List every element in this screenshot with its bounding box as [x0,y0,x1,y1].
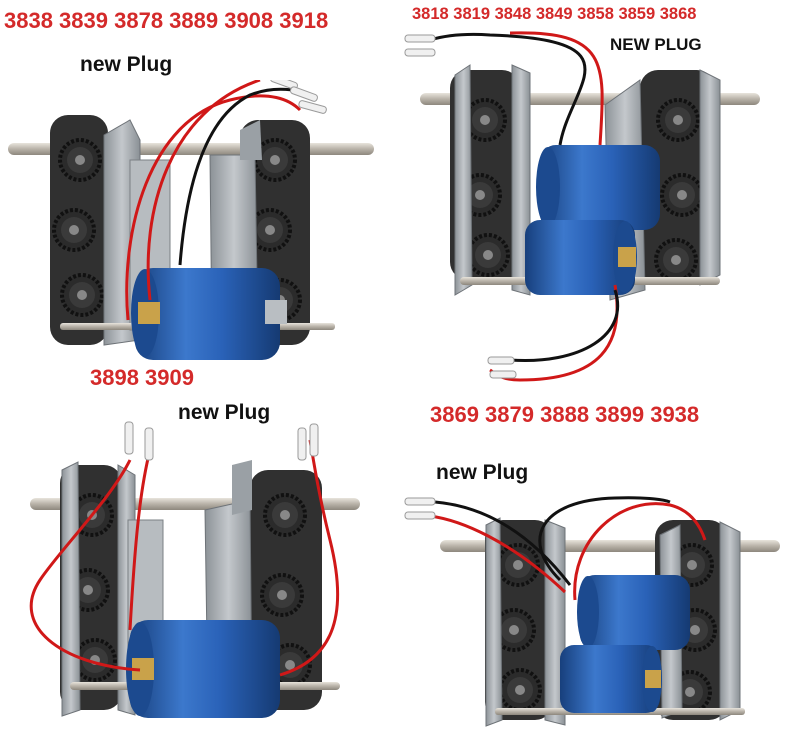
plug-label-top-right: NEW PLUG [610,35,702,54]
models-top-right: 3818 3819 3848 3849 3858 3859 3868 [412,5,697,23]
gearbox-photo-bottom-left [0,420,400,736]
gearbox-photo-top-right [400,25,800,395]
gearbox-photo-top-left [0,80,395,370]
plug-label-bottom-right: new Plug [436,461,529,484]
gearbox-photo-bottom-right [400,480,800,736]
models-middle-left: 3898 3909 [90,365,194,390]
plug-label-top-left: new Plug [80,53,173,76]
plug-label-bottom-left: new Plug [178,401,271,424]
models-top-left: 3838 3839 3878 3889 3908 3918 [4,8,329,33]
models-bottom-right: 3869 3879 3888 3899 3938 [430,402,700,427]
